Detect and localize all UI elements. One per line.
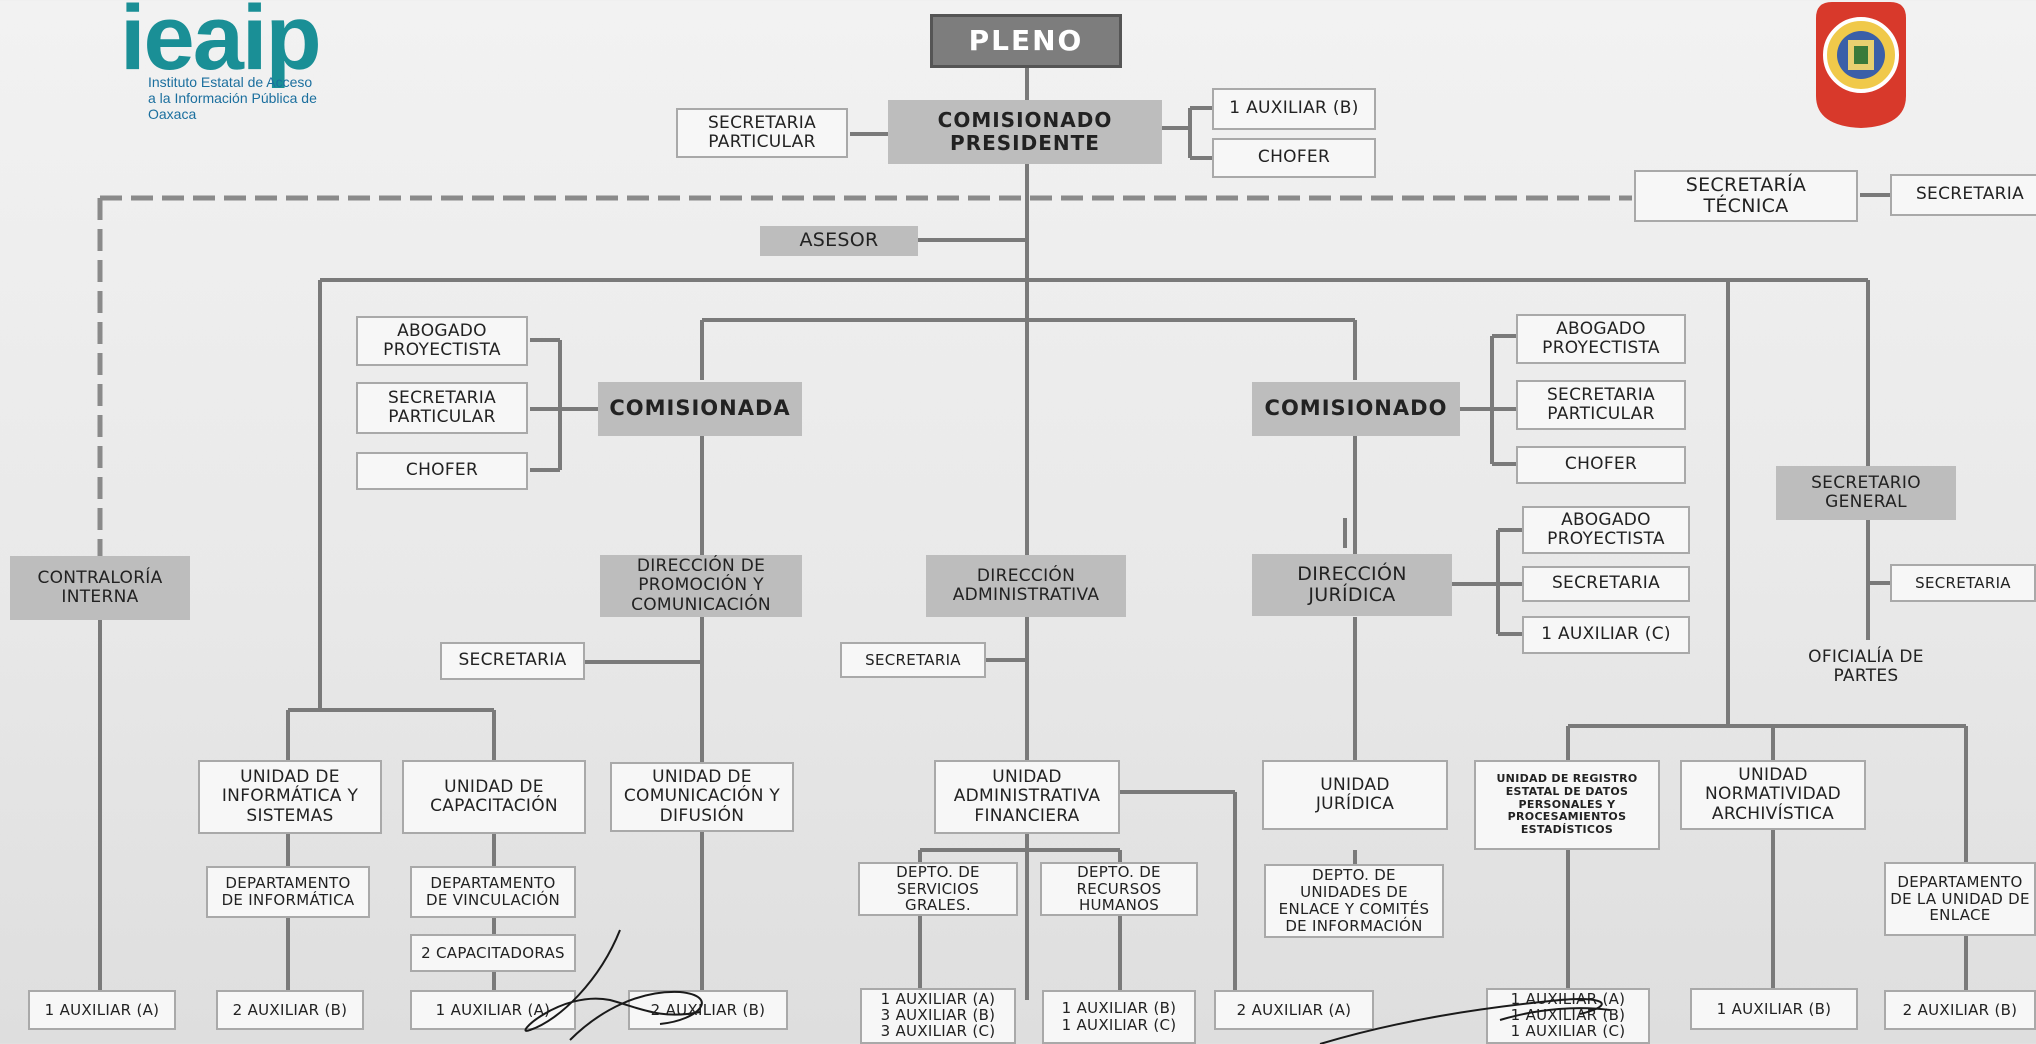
unidad-comunicacion-difusion: UNIDAD DE COMUNICACIÓN Y DIFUSIÓN: [610, 762, 794, 832]
auxiliar-capacitacion: 1 AUXILIAR (A): [410, 990, 576, 1030]
unidad-administrativa-financiera: UNIDAD ADMINISTRATIVA FINANCIERA: [934, 760, 1120, 834]
comisionado-presidente-box: COMISIONADO PRESIDENTE: [888, 100, 1162, 164]
auxiliares-registro-datos: 1 AUXILIAR (A) 1 AUXILIAR (B) 1 AUXILIAR…: [1486, 988, 1650, 1044]
comisionado-chofer: CHOFER: [1516, 446, 1686, 484]
unidad-juridica: UNIDAD JURÍDICA: [1262, 760, 1448, 830]
comisionada-box: COMISIONADA: [598, 382, 802, 436]
auxiliar-contraloria: 1 AUXILIAR (A): [28, 990, 176, 1030]
comisionada-chofer: CHOFER: [356, 452, 528, 490]
logo-subtitle-line-2: a la Información Pública de Oaxaca: [148, 90, 317, 123]
depto-unidades-enlace-comites: DEPTO. DE UNIDADES DE ENLACE Y COMITÉS D…: [1264, 864, 1444, 938]
logo-subtitle-line-1: Instituto Estatal de Acceso: [148, 74, 313, 90]
comisionado-box: COMISIONADO: [1252, 382, 1460, 436]
departamento-informatica: DEPARTAMENTO DE INFORMÁTICA: [206, 866, 370, 918]
auxiliar-b-presidente: 1 AUXILIAR (B): [1212, 88, 1376, 130]
unidad-registro-datos-personales: UNIDAD DE REGISTRO ESTATAL DE DATOS PERS…: [1474, 760, 1660, 850]
departamento-vinculacion: DEPARTAMENTO DE VINCULACIÓN: [410, 866, 576, 918]
auxiliar-comunicacion: 2 AUXILIAR (B): [628, 990, 788, 1030]
auxiliar-normatividad: 1 AUXILIAR (B): [1690, 988, 1858, 1030]
asesor-box: ASESOR: [760, 226, 918, 256]
unidad-informatica-sistemas: UNIDAD DE INFORMÁTICA Y SISTEMAS: [198, 760, 382, 834]
direccion-administrativa-box: DIRECCIÓN ADMINISTRATIVA: [926, 555, 1126, 617]
oaxaca-seal-icon: [1816, 2, 1906, 128]
direccion-juridica-secretaria: SECRETARIA: [1522, 566, 1690, 602]
auxiliares-servicios-generales: 1 AUXILIAR (A) 3 AUXILIAR (B) 3 AUXILIAR…: [860, 988, 1016, 1044]
direccion-juridica-auxiliar-c: 1 AUXILIAR (C): [1522, 616, 1690, 654]
comisionada-abogado-proyectista: ABOGADO PROYECTISTA: [356, 316, 528, 366]
direccion-juridica-abogado-proyectista: ABOGADO PROYECTISTA: [1522, 506, 1690, 554]
depto-recursos-humanos: DEPTO. DE RECURSOS HUMANOS: [1040, 862, 1198, 916]
depto-servicios-generales: DEPTO. DE SERVICIOS GRALES.: [858, 862, 1018, 916]
logo-subtitle: Instituto Estatal de Acceso a la Informa…: [148, 74, 360, 122]
contraloria-interna-box: CONTRALORÍA INTERNA: [10, 556, 190, 620]
direccion-juridica-box: DIRECCIÓN JURÍDICA: [1252, 554, 1452, 616]
oficialia-de-partes: OFICIALÍA DE PARTES: [1808, 646, 1924, 686]
departamento-unidad-enlace: DEPARTAMENTO DE LA UNIDAD DE ENLACE: [1884, 862, 2036, 936]
comisionada-secretaria-particular: SECRETARIA PARTICULAR: [356, 382, 528, 434]
auxiliar-administrativa-financiera: 2 AUXILIAR (A): [1214, 990, 1374, 1030]
secretaria-tecnica-box: SECRETARÍA TÉCNICA: [1634, 170, 1858, 222]
unidad-capacitacion: UNIDAD DE CAPACITACIÓN: [402, 760, 586, 834]
direccion-promocion-comunicacion: DIRECCIÓN DE PROMOCIÓN Y COMUNICACIÓN: [600, 555, 802, 617]
direccion-promocion-secretaria: SECRETARIA: [440, 642, 585, 680]
pleno-box: PLENO: [930, 14, 1122, 68]
logo-wordmark: ieaip: [120, 0, 322, 89]
comisionado-secretaria-particular: SECRETARIA PARTICULAR: [1516, 380, 1686, 430]
auxiliar-informatica: 2 AUXILIAR (B): [216, 990, 364, 1030]
ieaip-logo: ieaip Instituto Estatal de Acceso a la I…: [60, 0, 360, 122]
secretario-general-box: SECRETARIO GENERAL: [1776, 466, 1956, 520]
auxiliar-unidad-enlace: 2 AUXILIAR (B): [1884, 990, 2036, 1030]
auxiliares-recursos-humanos: 1 AUXILIAR (B) 1 AUXILIAR (C): [1042, 990, 1196, 1044]
chofer-presidente: CHOFER: [1212, 138, 1376, 178]
secretario-general-secretaria: SECRETARIA: [1890, 564, 2036, 602]
unidad-normatividad-archivistica: UNIDAD NORMATIVIDAD ARCHIVÍSTICA: [1680, 760, 1866, 830]
direccion-administrativa-secretaria: SECRETARIA: [840, 642, 986, 678]
secretaria-particular-presidente: SECRETARIA PARTICULAR: [676, 108, 848, 158]
capacitadoras-box: 2 CAPACITADORAS: [410, 934, 576, 972]
secretaria-tecnica-secretaria: SECRETARIA: [1890, 174, 2036, 216]
comisionado-abogado-proyectista: ABOGADO PROYECTISTA: [1516, 314, 1686, 364]
